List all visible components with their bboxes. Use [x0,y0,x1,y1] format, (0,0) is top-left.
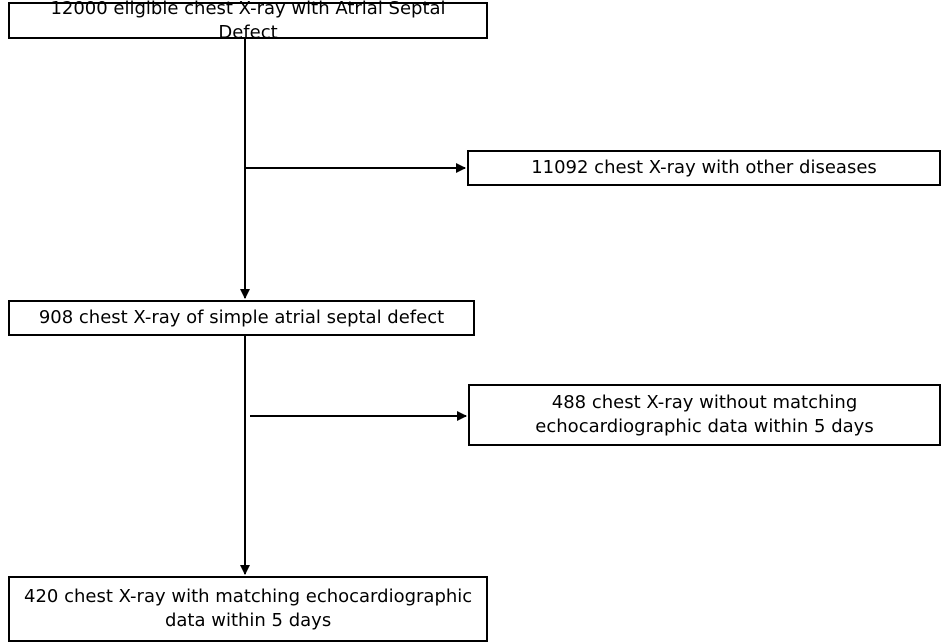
no-echo-match-box: 488 chest X-ray without matching echocar… [468,384,941,446]
eligible-xray-box: 12000 eligible chest X-ray with Atrial S… [8,0,488,43]
simple-asd-text: 908 chest X-ray of simple atrial septal … [38,307,445,328]
no-echo-match-line1: 488 chest X-ray without matching [551,392,858,413]
final-matched-line2: data within 5 days [164,610,332,631]
other-diseases-box: 11092 chest X-ray with other diseases [467,150,941,186]
final-matched-box: 420 chest X-ray with matching echocardio… [8,576,488,642]
simple-asd-box: 908 chest X-ray of simple atrial septal … [8,300,475,336]
no-echo-match-line2: echocardiographic data within 5 days [535,416,874,437]
other-diseases-text: 11092 chest X-ray with other diseases [531,157,877,178]
final-matched-line1: 420 chest X-ray with matching echocardio… [24,586,473,607]
eligible-xray-text: 12000 eligible chest X-ray with Atrial S… [50,0,446,43]
